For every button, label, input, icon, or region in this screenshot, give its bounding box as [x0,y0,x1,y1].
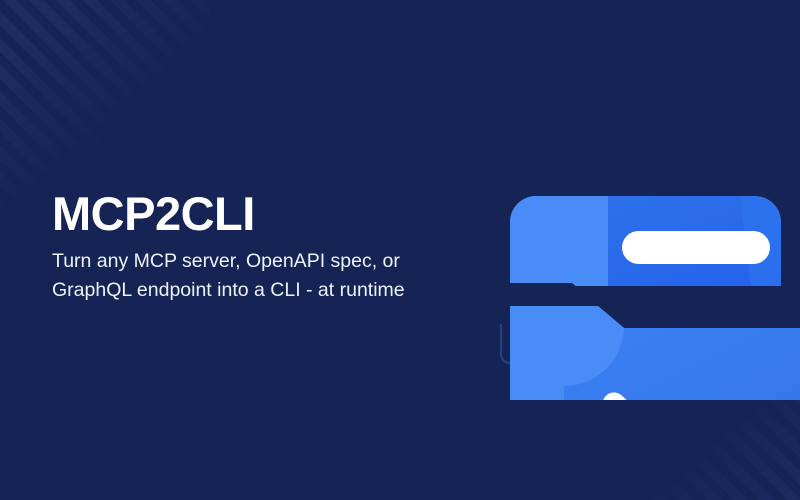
hero-illustration [400,100,800,400]
titlebar-notch [510,283,800,327]
terminal-titlebar [510,196,781,286]
text-block: MCP2CLI Turn any MCP server, OpenAPI spe… [52,190,412,305]
titlebar-pill [622,231,770,264]
page-title: MCP2CLI [52,187,255,240]
terminal-body [510,306,800,400]
page-subtitle: Turn any MCP server, OpenAPI spec, or Gr… [52,249,405,301]
